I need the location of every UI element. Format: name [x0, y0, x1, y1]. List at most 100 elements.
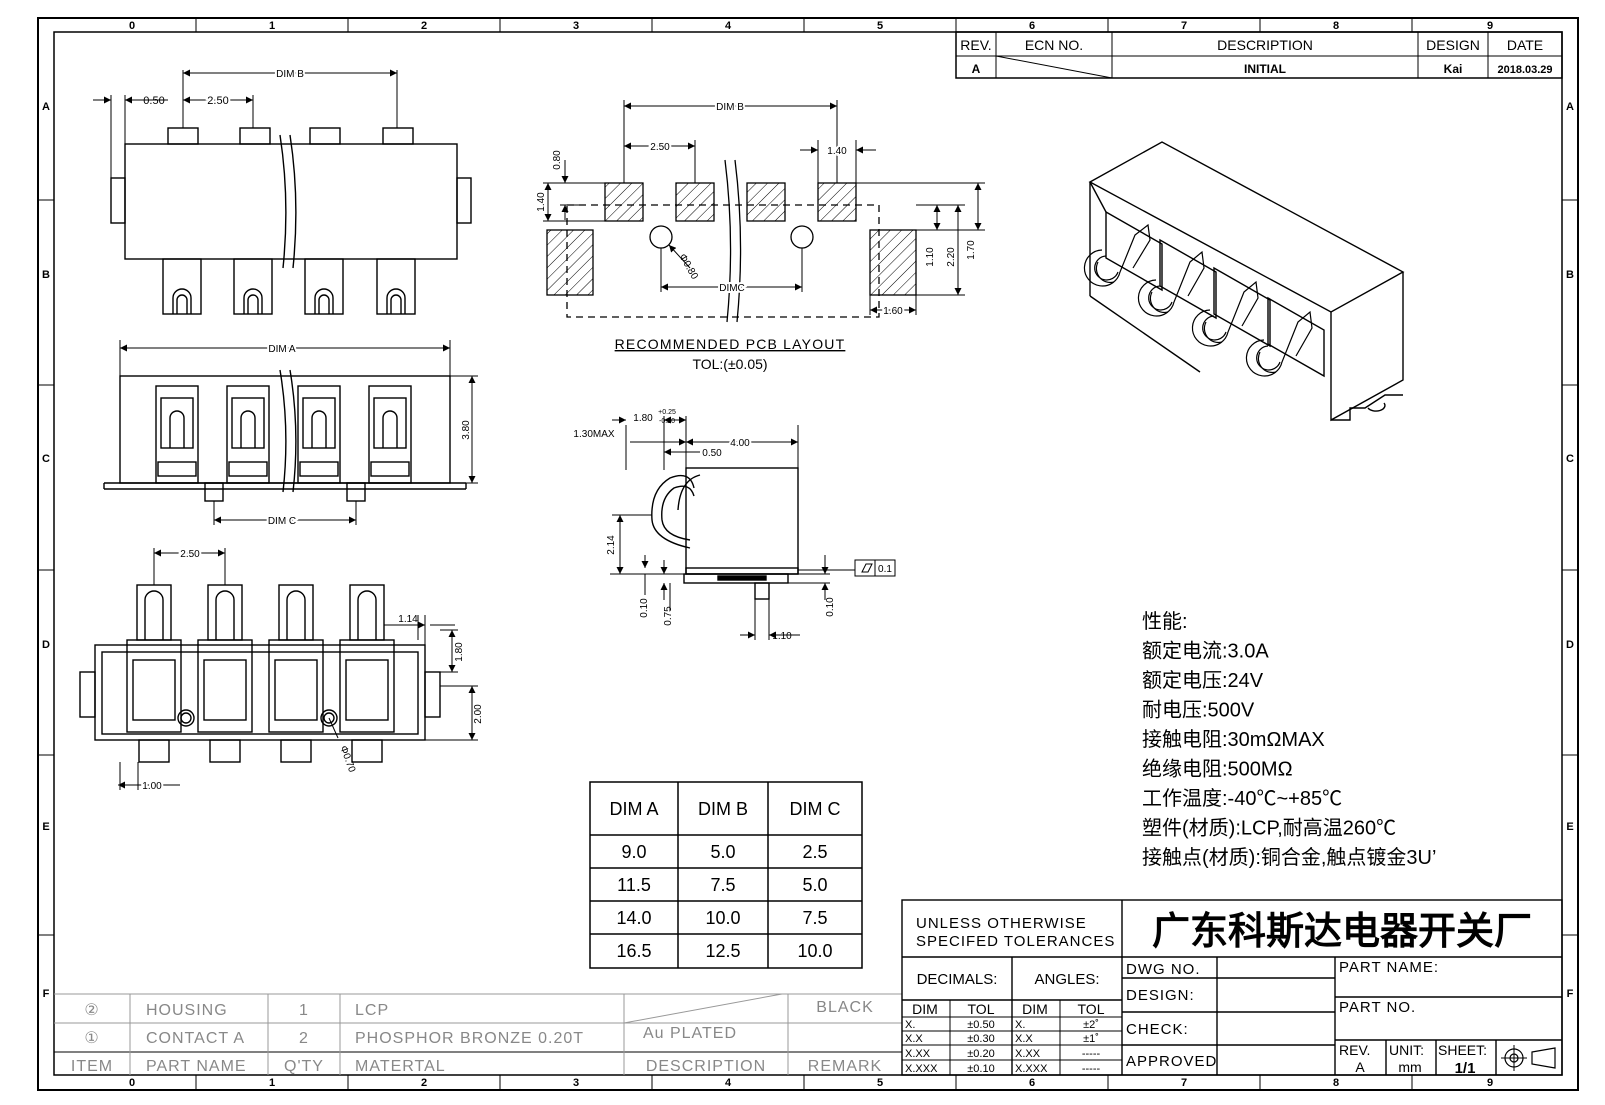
zone-col-2-bottom: 2: [421, 1077, 427, 1089]
unit-value: mm: [1398, 1059, 1421, 1075]
zone-row-d-right: D: [1566, 639, 1574, 651]
zone-col-0-bottom: 0: [129, 1077, 135, 1089]
bom-row1-description: Au PLATED: [643, 1025, 737, 1042]
bom-header-item: ITEM: [71, 1058, 113, 1075]
dec-row-1-tol: ±0.30: [967, 1033, 994, 1045]
bom-header-material: MATERTAL: [355, 1058, 446, 1075]
dim-table-cell: 16.5: [616, 941, 651, 961]
spec-line: 性能:: [1142, 610, 1188, 633]
zone-row-b: B: [42, 269, 50, 281]
rev-header: REV.: [960, 37, 991, 53]
side-d010b: 0.10: [825, 597, 836, 617]
pcb-layout: [543, 100, 985, 323]
specifed-text: SPECIFED TOLERANCES: [916, 933, 1115, 950]
ang-tol-header: TOL: [1078, 1001, 1105, 1017]
spec-line: 接触电阻:30mΩMAX: [1142, 728, 1325, 751]
bottom-view-d114: 1.14: [398, 614, 418, 625]
side-d214: 2.14: [606, 535, 617, 555]
dim-table-cell: 11.5: [617, 875, 651, 895]
spec-list: 性能: 额定电流:3.0A 额定电压:24V 耐电压:500V 接触电阻:30mΩMAX…: [1142, 610, 1436, 869]
ang-row-3-tol: -----: [1082, 1063, 1101, 1075]
description-header: DESCRIPTION: [1217, 37, 1313, 53]
ang-row-2-tol: -----: [1082, 1048, 1101, 1060]
dec-row-3-dim: X.XXX: [905, 1063, 938, 1075]
part-name-label: PART NAME:: [1339, 959, 1439, 976]
bom-row1-name: CONTACT A: [146, 1030, 245, 1047]
sheet-label: SHEET:: [1438, 1042, 1487, 1058]
ang-row-1-dim: X.X: [1015, 1033, 1033, 1045]
bottom-view-d070: Φ0.70: [337, 744, 357, 774]
spec-line: 额定电压:24V: [1142, 669, 1264, 692]
rev-value: A: [972, 62, 981, 76]
rev-value-tb: A: [1355, 1059, 1365, 1075]
bom-row1-material: PHOSPHOR BRONZE 0.20T: [355, 1030, 584, 1047]
pcb-layout-tolerance: TOL:(±0.05): [692, 356, 767, 372]
spec-line: 额定电流:3.0A: [1142, 640, 1269, 663]
dim-table-cell: 2.5: [802, 842, 827, 862]
title-block: [901, 899, 1563, 1076]
bom-row2-qty: 1: [299, 1002, 309, 1019]
side-d400: 4.00: [730, 438, 750, 449]
dec-tol-header: TOL: [968, 1001, 995, 1017]
dec-row-1-dim: X.X: [905, 1033, 923, 1045]
spec-line: 塑件(材质):LCP,耐高温260℃: [1142, 817, 1396, 840]
bom-row2-material: LCP: [355, 1002, 389, 1019]
spec-line: 工作温度:-40℃~+85℃: [1142, 787, 1342, 810]
zone-col-4: 4: [725, 20, 732, 32]
zone-row-f-right: F: [1567, 988, 1574, 1000]
front-view-dim-c: DIM C: [268, 516, 296, 527]
pcb-d080hole: Φ0.80: [677, 252, 700, 282]
top-view-d250: 2.50: [207, 95, 228, 107]
unit-label: UNIT:: [1389, 1042, 1424, 1058]
bom-header-name: PART NAME: [146, 1058, 247, 1075]
bom-row1-item: ①: [84, 1030, 99, 1047]
zone-row-e-right: E: [1566, 821, 1573, 833]
dim-table-cell: 12.5: [705, 941, 740, 961]
ecn-header: ECN NO.: [1025, 37, 1083, 53]
side-d075: 0.75: [663, 606, 674, 626]
isometric-view: [1083, 141, 1405, 422]
side-d110: 1.10: [772, 631, 792, 642]
pcb-d170: 1.70: [966, 240, 977, 260]
top-view-terminals: [162, 258, 416, 315]
bom-table: [54, 993, 902, 1075]
zone-col-8-bottom: 8: [1333, 1077, 1339, 1089]
dim-table-cell: 10.0: [705, 908, 740, 928]
zone-col-2: 2: [421, 20, 427, 32]
date-value: 2018.03.29: [1497, 64, 1552, 76]
dec-row-3-tol: ±0.10: [967, 1063, 994, 1075]
zone-col-1-bottom: 1: [269, 1077, 275, 1089]
dim-table-cell: 7.5: [802, 908, 827, 928]
zone-col-1: 1: [269, 20, 275, 32]
bom-row2-item: ②: [84, 1002, 99, 1019]
check-label: CHECK:: [1126, 1021, 1189, 1038]
design-value: Kai: [1444, 62, 1463, 76]
pcb-d140b: 1.40: [536, 192, 547, 212]
zone-col-5-bottom: 5: [877, 1077, 883, 1089]
bom-text: ② HOUSING 1 LCP BLACK ① CONTACT A 2 PHOS…: [71, 999, 881, 1075]
revision-block: REV. ECN NO. DESCRIPTION DESIGN DATE A I…: [955, 31, 1563, 79]
bottom-view-d100: 1.00: [142, 781, 162, 792]
side-d180-minus: -0.20: [659, 418, 675, 425]
bom-header-qty: Q'TY: [284, 1058, 324, 1075]
dim-table-cell: 9.0: [621, 842, 646, 862]
zone-markers: 0 1 2 3 4 5 6 7 8 9 0 1 2 3 4 5 6 7 8 9 …: [38, 18, 1578, 1090]
front-view-dim-a: DIM A: [268, 344, 296, 355]
top-view-d050: 0.50: [143, 95, 164, 107]
dim-table-cell: 5.0: [802, 875, 827, 895]
bom-row2-name: HOUSING: [146, 1002, 228, 1019]
zone-row-c: C: [42, 453, 50, 465]
ang-row-3-dim: X.XXX: [1015, 1063, 1048, 1075]
zone-col-8: 8: [1333, 20, 1339, 32]
bottom-view-d200: 2.00: [473, 704, 484, 724]
dec-row-0-tol: ±0.50: [967, 1019, 994, 1031]
dimension-table: [589, 781, 863, 969]
spec-line: 耐电压:500V: [1142, 699, 1255, 722]
dec-row-2-dim: X.XX: [905, 1048, 931, 1060]
unless-text: UNLESS OTHERWISE: [916, 915, 1087, 932]
zone-col-6-bottom: 6: [1029, 1077, 1035, 1089]
sheet-value: 1/1: [1455, 1060, 1476, 1077]
rev-label: REV.: [1339, 1042, 1370, 1058]
dim-table-cell: 5.0: [710, 842, 735, 862]
